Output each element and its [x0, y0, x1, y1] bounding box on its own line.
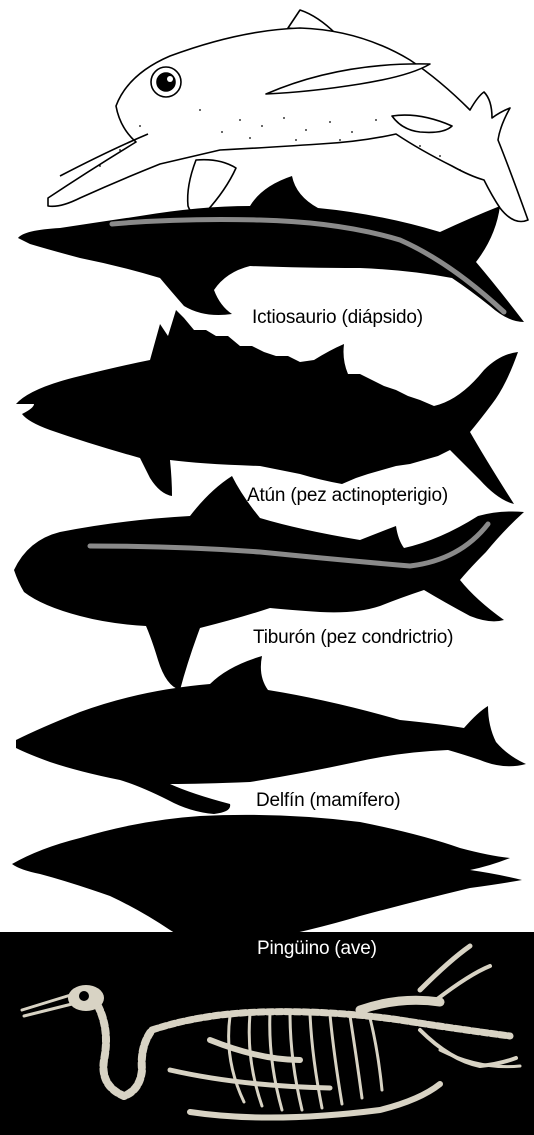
penguin-silhouette — [12, 815, 522, 946]
shark-silhouette — [14, 476, 524, 690]
ichthyosaur-silhouette — [18, 176, 524, 322]
label-penguin: Pingüino (ave) — [257, 938, 377, 960]
tuna-silhouette — [16, 310, 518, 504]
label-ichthyosaur: Ictiosaurio (diápsido) — [252, 307, 423, 329]
label-dolphin: Delfín (mamífero) — [256, 790, 400, 812]
label-shark: Tiburón (pez condrictrio) — [253, 627, 453, 649]
penguin-skeleton-panel — [0, 932, 534, 1135]
label-tuna: Atún (pez actinopterigio) — [247, 485, 448, 507]
